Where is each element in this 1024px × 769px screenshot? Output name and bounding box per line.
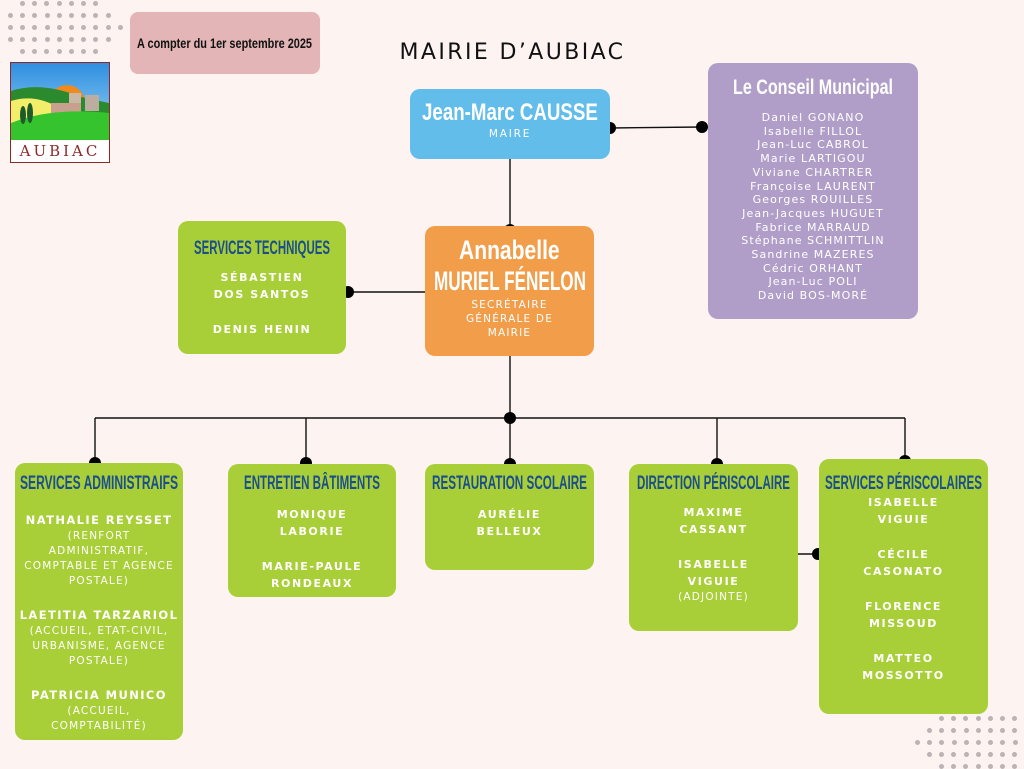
- secretaire-first-name: Annabelle: [459, 235, 560, 265]
- village-landscape-icon: [11, 63, 109, 140]
- date-banner: A compter du 1er septembre 2025: [130, 12, 320, 74]
- services-techniques-title: SERVICES TECHNIQUES: [194, 238, 331, 259]
- council-member: Viviane CHARTRER: [752, 165, 874, 179]
- entretien-batiments-box: ENTRETIEN BÂTIMENTS MONIQUE LABORIE MARI…: [228, 464, 396, 597]
- council-member: Isabelle FILLOL: [763, 124, 863, 138]
- restauration-scolaire-box: RESTAURATION SCOLAIRE AURÉLIE BELLEUX: [425, 464, 594, 570]
- person-name: SÉBASTIEN DOS SANTOS: [213, 271, 311, 301]
- person-name: FLORENCE MISSOUD: [864, 600, 943, 630]
- person-name: ISABELLE VIGUIE: [678, 558, 749, 588]
- connector-maire-conseil: [609, 126, 703, 129]
- date-label: A compter du 1er septembre 2025: [137, 35, 313, 51]
- council-member: Daniel GONANO: [761, 111, 865, 124]
- secretaire-role: SECRÉTAIRE GÉNÉRALE DE MAIRIE: [465, 299, 554, 339]
- node-dot: [504, 412, 516, 424]
- person-name: DENIS HENIN: [212, 323, 312, 336]
- council-member: Sandrine MAZERES: [751, 248, 875, 262]
- council-member: Marie LARTIGOU: [760, 152, 866, 166]
- person-note: (ACCUEIL, ETAT-CIVIL, URBANISME, AGENCE …: [29, 625, 169, 667]
- direction-periscolaire-box: DIRECTION PÉRISCOLAIRE MAXIME CASSANT IS…: [629, 464, 798, 631]
- restauration-scolaire-title: RESTAURATION SCOLAIRE: [432, 473, 587, 494]
- conseil-title: Le Conseil Municipal: [733, 76, 893, 99]
- secretaire-last-name: MURIEL FÉNELON: [433, 266, 586, 296]
- person-note: (RENFORT ADMINISTRATIF, COMPTABLE ET AGE…: [24, 530, 174, 587]
- person-name: NATHALIE REYSSET: [25, 513, 173, 527]
- services-periscolaires-title: SERVICES PÉRISCOLAIRES: [825, 473, 983, 494]
- person-name: ISABELLE VIGUIE: [868, 496, 939, 526]
- maire-role: MAIRE: [488, 128, 532, 140]
- person-name: MATTEO MOSSOTTO: [862, 652, 945, 682]
- council-member: Jean-Luc POLI: [768, 275, 858, 289]
- services-administratifs-box: SERVICES ADMINISTRAIFS NATHALIE REYSSET …: [15, 463, 183, 740]
- council-member: Jean-Jacques HUGUET: [742, 206, 884, 220]
- council-member: David BOS-MORÉ: [757, 289, 869, 303]
- logo-text: AUBIAC: [19, 142, 101, 160]
- council-member: Stéphane SCHMITTLIN: [741, 234, 885, 248]
- entretien-batiments-title: ENTRETIEN BÂTIMENTS: [244, 473, 380, 494]
- person-name: PATRICIA MUNICO: [31, 688, 167, 702]
- council-member: Françoise LAURENT: [750, 179, 876, 193]
- services-periscolaires-box: SERVICES PÉRISCOLAIRES ISABELLE VIGUIE C…: [819, 459, 988, 714]
- council-member: Fabrice MARRAUD: [755, 220, 871, 234]
- person-name: LAETITIA TARZARIOL: [19, 608, 179, 622]
- council-member: Cédric ORHANT: [763, 261, 863, 275]
- person-name: MONIQUE LABORIE: [276, 508, 348, 538]
- services-techniques-box: SERVICES TECHNIQUES SÉBASTIEN DOS SANTOS…: [178, 221, 346, 354]
- services-administratifs-title: SERVICES ADMINISTRAIFS: [20, 473, 178, 494]
- person-note: (ADJOINTE): [678, 591, 749, 603]
- council-member: Georges ROUILLES: [752, 193, 874, 207]
- secretaire-box: Annabelle MURIEL FÉNELON SECRÉTAIRE GÉNÉ…: [425, 226, 594, 356]
- council-member: Jean-Luc CABROL: [757, 138, 869, 152]
- node-dot: [696, 121, 708, 133]
- person-note: (ACCUEIL, COMPTABILITÉ): [51, 705, 147, 732]
- maire-box: Jean-Marc CAUSSE MAIRE: [410, 89, 610, 159]
- page-title: MAIRIE D’AUBIAC: [399, 40, 626, 65]
- direction-periscolaire-title: DIRECTION PÉRISCOLAIRE: [637, 473, 791, 494]
- aubiac-logo: AUBIAC: [10, 62, 110, 163]
- person-name: MAXIME CASSANT: [679, 506, 748, 536]
- person-name: AURÉLIE BELLEUX: [476, 508, 543, 538]
- person-name: MARIE-PAULE RONDEAUX: [261, 560, 363, 590]
- person-name: CÉCILE CASONATO: [863, 548, 944, 578]
- maire-name: Jean-Marc CAUSSE: [422, 99, 598, 126]
